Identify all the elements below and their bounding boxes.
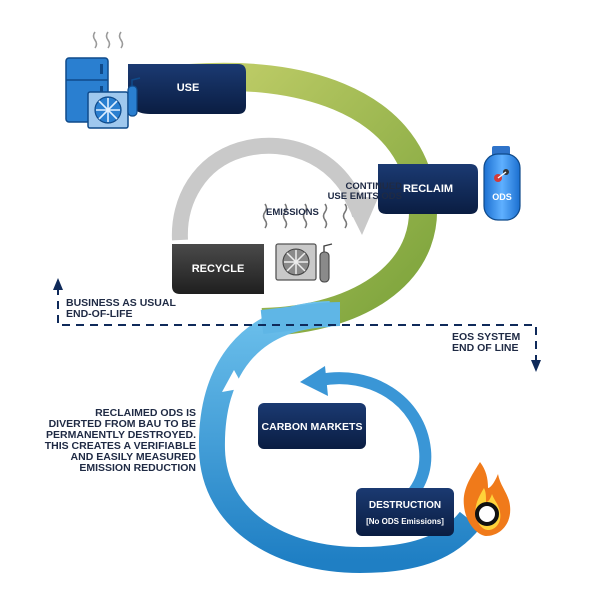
destruction-box: DESTRUCTION [No ODS Emissions] (356, 488, 454, 536)
emissions-label: EMISSIONS (266, 207, 319, 218)
bau-label: BUSINESS AS USUAL END-OF-LIFE (66, 297, 176, 321)
bau-line2: END-OF-LIFE (66, 308, 133, 321)
carbon-markets-label: CARBON MARKETS (262, 421, 363, 433)
eos-line2: END OF LINE (452, 342, 519, 355)
eos-line1: EOS SYSTEM (452, 331, 521, 343)
eos-label: EOS SYSTEM END OF LINE (452, 331, 521, 355)
ac-extinguisher-icon (275, 243, 333, 283)
reclaimed-line: THIS CREATES A VERIFIABLE (44, 440, 196, 453)
continued-line2: USE EMITS ODS (327, 190, 402, 202)
use-box: USE (128, 64, 246, 114)
use-label: USE (177, 82, 200, 94)
flame-icon (463, 462, 511, 536)
reclaim-box: RECLAIM (378, 164, 478, 214)
reclaim-label: RECLAIM (403, 183, 453, 195)
bau-line1: BUSINESS AS USUAL (66, 297, 176, 309)
blue-flow-band (198, 301, 481, 574)
destruction-label: DESTRUCTION (369, 500, 441, 511)
bau-arrowhead (53, 278, 63, 290)
eos-arrowhead (531, 360, 541, 372)
blue-flow-band-upper (260, 302, 341, 334)
top-heat-waves (92, 31, 124, 49)
carbon-markets-box: CARBON MARKETS (258, 403, 366, 449)
emission-waves (262, 203, 348, 229)
recycle-box: RECYCLE (172, 244, 264, 294)
continued-use-label: CONTINUED USE EMITS ODS (318, 182, 402, 202)
reclaimed-line: PERMANENTLY DESTROYED. (46, 429, 196, 442)
reclaimed-line: RECLAIMED ODS IS (95, 407, 196, 419)
recycle-label: RECYCLE (192, 263, 245, 275)
reclaimed-line: DIVERTED FROM BAU TO BE (48, 418, 196, 431)
carbon-loop-arrowhead (300, 366, 328, 396)
blue-band-arrowhead (222, 370, 244, 392)
fridge-ac-extinguisher-icon (65, 57, 141, 129)
reclaimed-line: AND EASILY MEASURED (70, 451, 196, 464)
reclaimed-line: EMISSION REDUCTION (79, 462, 196, 475)
ods-tank-label: ODS (492, 192, 512, 202)
continued-line1: CONTINUED (345, 181, 402, 192)
recycle-loop-arrow (171, 137, 368, 241)
bau-eos-dashed-line (57, 287, 537, 362)
recycle-arrowhead (342, 195, 378, 235)
destruction-sublabel: [No ODS Emissions] (366, 517, 444, 526)
ods-tank-icon: ODS (483, 146, 521, 221)
reclaimed-explanation: RECLAIMED ODS IS DIVERTED FROM BAU TO BE… (30, 407, 196, 475)
